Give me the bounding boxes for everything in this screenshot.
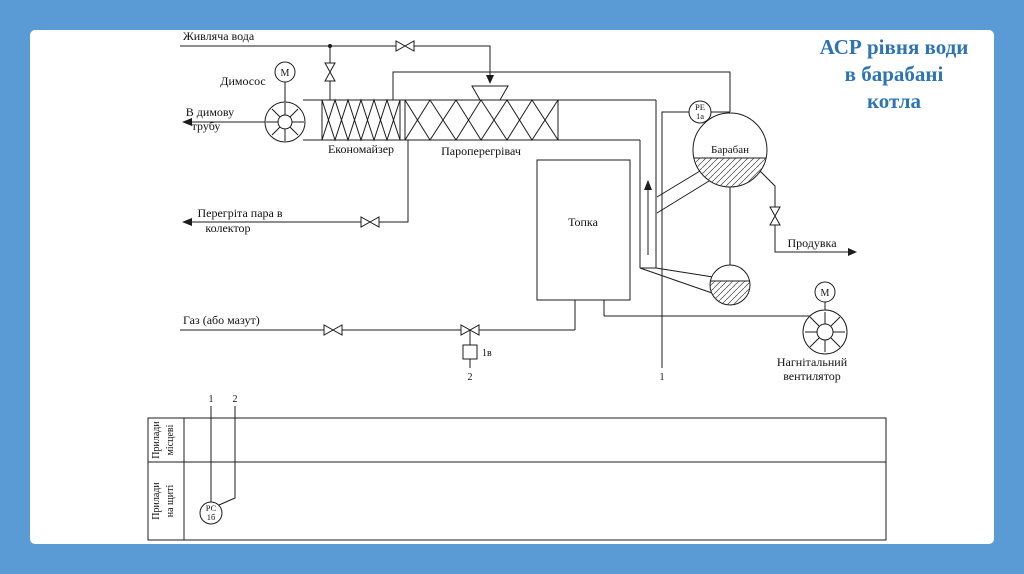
gas-control-valve-icon <box>468 324 480 336</box>
signal-wire-2 <box>218 406 236 506</box>
economizer-coil-icon <box>321 98 401 142</box>
gas-line: 1в 2 Газ (або мазут) <box>180 313 575 383</box>
superheater-label: Пароперегрівач <box>441 144 521 158</box>
gas-control-valve-icon <box>460 324 472 336</box>
feed-valve-icon <box>403 40 415 52</box>
fan-hub-icon <box>277 114 293 130</box>
superheater-coil-icon <box>404 99 559 141</box>
controller-type: РС <box>206 503 217 513</box>
flue-duct: Економайзер Пароперегрівач <box>303 98 656 158</box>
drum-steam-line <box>392 71 731 112</box>
row-panel-label-2: на щиті <box>165 485 176 518</box>
controller-tag: 1б <box>207 512 216 522</box>
level-sensor: РЕ 1а 1 <box>660 100 730 383</box>
row-panel-label-1: Прилади <box>151 482 162 520</box>
motor-label: М <box>821 288 830 299</box>
fan-spokes-icon <box>805 312 845 352</box>
slide-title-line2: в барабані <box>844 61 944 86</box>
smoke-exhauster-label: Димосос <box>220 74 265 88</box>
fan-label-1: Нагнітальний <box>777 355 848 369</box>
furnace-body <box>536 159 631 301</box>
actuator-icon <box>462 344 478 360</box>
fan-label-2: вентилятор <box>783 369 841 383</box>
riser-tubes <box>656 170 710 214</box>
economizer-label: Економайзер <box>328 142 394 156</box>
blowdown-valve-icon <box>769 206 781 218</box>
instruments-table: Прилади місцеві Прилади на щиті 1 2 РС 1… <box>147 394 887 541</box>
arrow-left-icon <box>182 118 192 126</box>
chimney-outlet: В димову трубу <box>182 105 265 133</box>
economizer-coil-icon <box>321 98 401 142</box>
branch-valve-icon <box>324 62 336 74</box>
burner-stubs <box>574 300 605 330</box>
level-sensor-tag: 1а <box>696 111 704 121</box>
to-chimney-label-1: В димову <box>186 105 234 119</box>
steam-valve-icon <box>360 216 372 228</box>
level-sensor-icon <box>688 100 712 124</box>
wire-1-label: 1 <box>660 372 665 383</box>
drum-label: Барабан <box>711 144 749 156</box>
blowdown-label: Продувка <box>787 236 837 250</box>
collector-steam-line: Перегріта пара в колектор <box>182 140 409 235</box>
actuator-tag: 1в <box>482 348 492 359</box>
motor-icon <box>274 61 296 83</box>
flue-channel <box>639 100 714 294</box>
blowdown-line: Продувка <box>759 170 857 256</box>
feed-valve-icon <box>395 40 407 52</box>
gas-valve-icon <box>323 324 335 336</box>
lower-drum-water-hatch <box>710 281 750 305</box>
arrow-up-icon <box>644 180 652 190</box>
pipe-junction-dot <box>328 44 332 48</box>
row-local-label-2: місцеві <box>165 424 176 455</box>
table-wire-2-label: 2 <box>233 394 238 405</box>
gas-label: Газ (або мазут) <box>183 313 260 327</box>
slide-title-line3: котла <box>866 88 922 113</box>
wire-2-label: 2 <box>468 372 473 383</box>
motor-icon <box>814 281 836 303</box>
lower-drum <box>709 264 751 306</box>
slide-title-line1: АСР рівня води <box>819 35 969 59</box>
steam-valve-icon <box>368 216 380 228</box>
level-controller-icon <box>199 501 223 525</box>
boiler-drum: Барабан <box>692 112 768 188</box>
slide-title: АСР рівня води в барабані котла <box>788 34 1000 115</box>
arrow-right-icon <box>848 248 857 256</box>
gas-valve-icon <box>331 324 343 336</box>
furnace-label: Топка <box>568 215 598 229</box>
steam-label-1: Перегріта пара в <box>197 206 282 220</box>
to-chimney-label-2: трубу <box>192 119 221 133</box>
blowdown-valve-icon <box>769 214 781 226</box>
superheater-coil-icon <box>404 99 559 141</box>
branch-valve-icon <box>324 70 336 82</box>
motor-label: М <box>281 68 290 79</box>
smoke-exhauster-fan: М Димосос <box>220 61 306 143</box>
forced-draft-fan: М Нагнітальний вентилятор <box>604 281 848 383</box>
row-local-label-1: Прилади <box>151 421 162 459</box>
steam-label-2: колектор <box>205 221 250 235</box>
level-sensor-type: РЕ <box>695 102 705 112</box>
arrow-down-icon <box>486 75 494 84</box>
feed-water-pipe: Живляча вода <box>180 29 494 100</box>
feed-water-label: Живляча вода <box>183 29 255 43</box>
arrow-left-icon <box>182 218 192 226</box>
fan-spokes-icon <box>266 103 304 141</box>
table-frame <box>147 417 887 541</box>
table-wire-1-label: 1 <box>209 394 214 405</box>
fan-hub-icon <box>816 323 834 341</box>
attemperator-icon <box>471 85 509 101</box>
furnace: Топка <box>536 159 631 330</box>
